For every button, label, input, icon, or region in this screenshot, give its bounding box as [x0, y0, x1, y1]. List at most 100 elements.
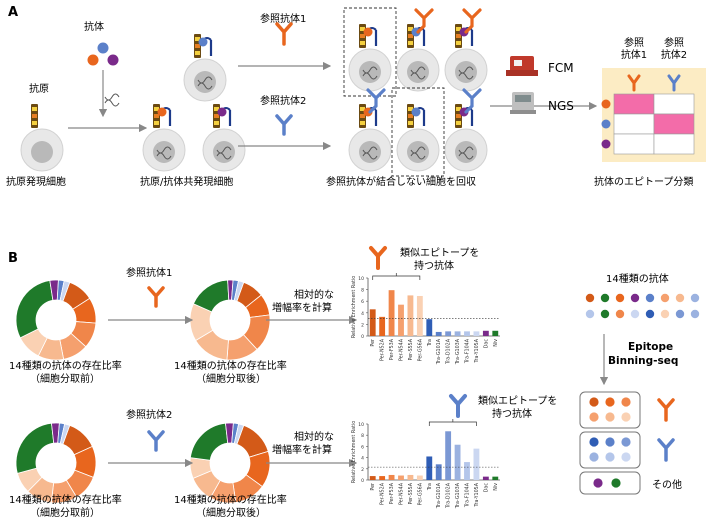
bar: [398, 475, 404, 480]
bar: [435, 331, 442, 336]
bar: [388, 474, 395, 480]
bin-dot: [621, 437, 631, 447]
bar: [369, 476, 376, 480]
x-tick-label: Per-S55A: [408, 482, 414, 504]
bar: [435, 464, 442, 480]
antibody-label: 抗体: [84, 20, 104, 33]
y-tick-label: 6: [361, 444, 364, 450]
donut-slice: [59, 423, 71, 445]
x-tick-label: Niv: [493, 483, 499, 491]
bin-dot: [621, 412, 631, 422]
antibody-dot: [585, 309, 595, 319]
screen2-cell-blue: [391, 87, 445, 177]
bin-dot: [589, 397, 599, 407]
antibody-dot: [675, 293, 685, 303]
x-tick-label: Tra-F104A: [465, 338, 471, 364]
donut-slice: [233, 280, 245, 302]
screening-cells: [343, 7, 488, 177]
bar: [464, 462, 470, 480]
antibody-blue-dot: [97, 42, 109, 54]
y-tick-label: 6: [361, 299, 364, 305]
before2-line2: （細胞分取前）: [30, 506, 100, 519]
classification-matrix: [613, 93, 695, 155]
ref1-label-b: 参照抗体1: [126, 266, 172, 279]
y-tick-label: 2: [361, 467, 364, 473]
x-tick-label: Tra: [427, 483, 433, 491]
bin-dot: [605, 452, 615, 462]
recover-caption: 参照抗体が結合しない細胞を回収: [326, 175, 476, 188]
donut-slice: [15, 280, 54, 339]
similar2-line2: 持つ抗体: [492, 407, 532, 420]
x-tick-label: Per: [370, 339, 376, 347]
bin-dots: [589, 397, 631, 488]
after2-line1: 14種類の抗体の存在比率: [174, 493, 287, 506]
x-tick-label: Tra-D102A: [446, 338, 452, 365]
similar2-antibody-icon: [449, 394, 467, 418]
bin-dot: [589, 452, 599, 462]
screen1-cell-orange: [343, 7, 397, 97]
x-tick-label: Per-F53A: [389, 482, 395, 504]
method-line2: Binning-seq: [608, 355, 678, 367]
x-tick-label: Per-G56A: [417, 338, 423, 361]
col1-top: 参照: [624, 36, 644, 49]
bin-dot: [621, 397, 631, 407]
ref2-label-b: 参照抗体2: [126, 408, 172, 421]
bin-ref1-icon: [657, 398, 675, 422]
antibody-dot-grid: [585, 293, 700, 319]
antigen-label: 抗原: [29, 82, 49, 95]
x-tick-label: Per-N52A: [380, 482, 386, 505]
coexpress-cells: [142, 34, 246, 172]
antibody-dot: [675, 309, 685, 319]
after2-line2: （細胞分取後）: [196, 506, 266, 519]
donut-slice: [15, 422, 55, 474]
bin-dot: [611, 478, 621, 488]
bin-dot: [593, 478, 603, 488]
matrix-row-blue: [601, 119, 611, 129]
x-tick-label: Tra-G103A: [455, 482, 461, 509]
donut-after-2: [189, 422, 271, 504]
y-tick-label: 4: [361, 456, 364, 462]
x-tick-label: Dac: [483, 339, 489, 349]
similar1-antibody-icon: [369, 246, 387, 270]
panel-b-letter: B: [8, 251, 18, 266]
bin-blue-box: [579, 431, 641, 469]
ngs-label: NGS: [548, 99, 574, 113]
bar: [426, 456, 433, 480]
bar: [445, 431, 452, 480]
x-tick-label: Tra-G103A: [455, 338, 461, 365]
before1-line1: 14種類の抗体の存在比率: [9, 359, 122, 372]
coexpress-cell-left: [142, 104, 186, 172]
y-tick-label: 8: [361, 288, 364, 294]
screen1-cell-blue: [396, 8, 440, 92]
antibody-dot: [690, 309, 700, 319]
antibody-dot: [615, 309, 625, 319]
y-axis-label: Relative Enrichment Ratio: [351, 421, 357, 483]
similar1-line1: 類似エピトープを: [400, 247, 479, 259]
x-tick-label: Per-N52A: [380, 338, 386, 361]
coexpress-cell-right: [202, 104, 246, 172]
x-tick-label: Per-N54A: [399, 338, 405, 361]
x-tick-label: Per-G56A: [417, 482, 423, 505]
fcm-instrument-icon: [506, 56, 538, 76]
bin-dot: [589, 412, 599, 422]
bar: [482, 330, 489, 336]
x-tick-label: Tra-G101A: [436, 482, 442, 509]
bin-ref2-icon: [657, 438, 675, 462]
matrix-row-purple: [601, 139, 611, 149]
x-tick-label: Dac: [483, 483, 489, 493]
antigen-cell-caption: 抗原発現細胞: [6, 175, 66, 188]
ref2-antibody-icon: [275, 114, 293, 136]
matrix-ref2-icon: [667, 74, 681, 92]
y-axis-label: Relative Enrichment Ratio: [351, 276, 357, 338]
bar: [369, 309, 376, 336]
coexpress-caption: 抗原/抗体共発現細胞: [140, 175, 233, 188]
col2-bottom: 抗体2: [661, 48, 687, 61]
antibody-count-label: 14種類の抗体: [606, 272, 669, 285]
antibody-dot: [615, 293, 625, 303]
ref1-label-a: 参照抗体1: [260, 12, 306, 25]
method-line1: Epitope: [628, 341, 673, 353]
group-bracket: [372, 273, 421, 280]
panel-a-letter: A: [8, 5, 18, 20]
